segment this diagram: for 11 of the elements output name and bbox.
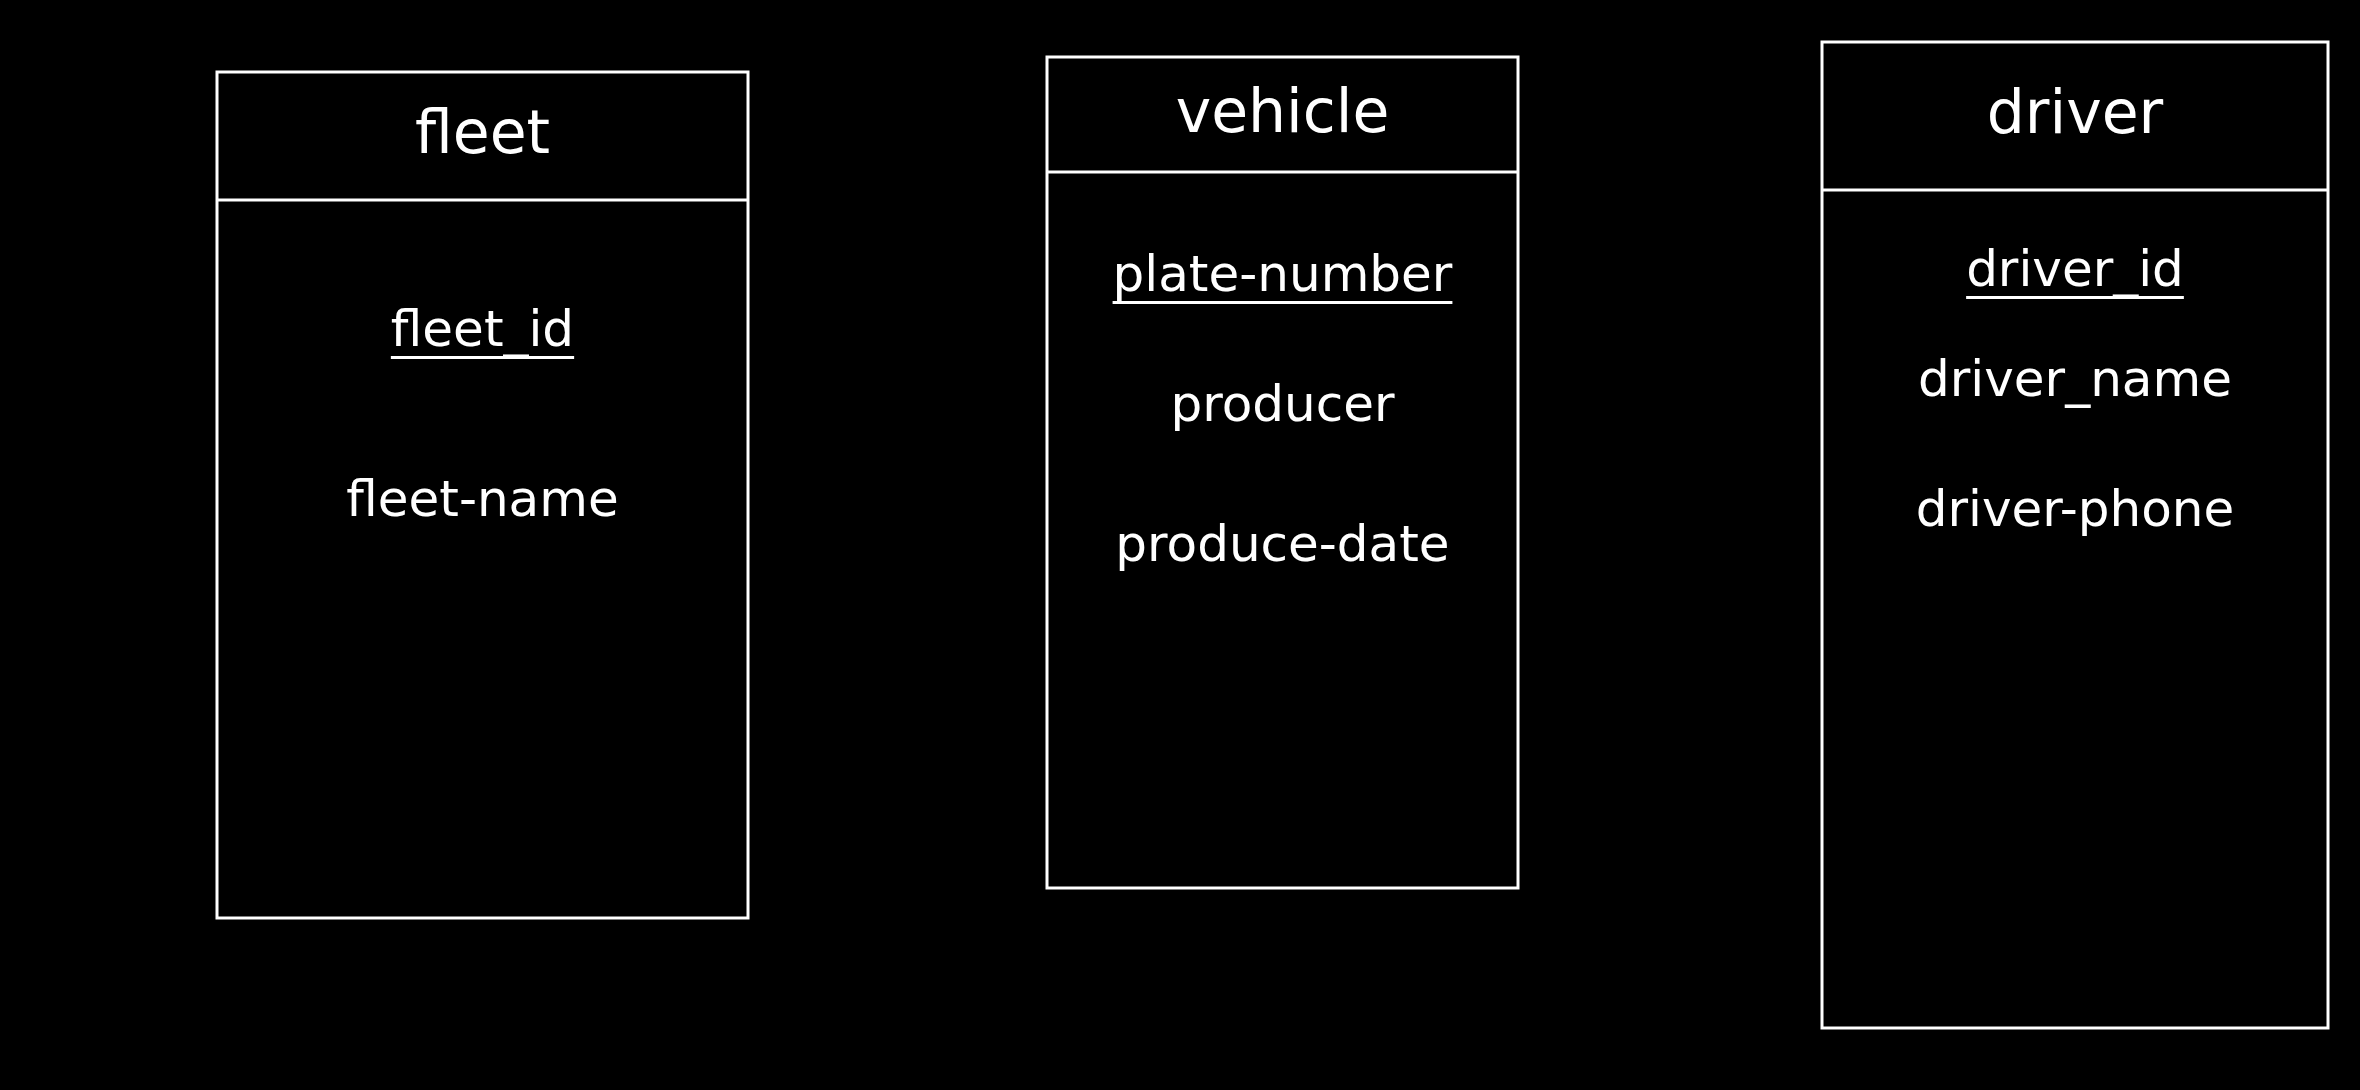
entity-name: fleet: [413, 97, 552, 167]
attribute: driver-phone: [1914, 480, 2236, 538]
attribute: driver_name: [1917, 350, 2233, 408]
primary-key-attribute: driver_id: [1965, 240, 2185, 298]
attribute: producer: [1169, 375, 1396, 433]
entity-name: driver: [1985, 77, 2165, 147]
entity-name: vehicle: [1174, 75, 1391, 146]
primary-key-attribute: fleet_id: [389, 300, 576, 358]
primary-key-attribute: plate-number: [1111, 245, 1454, 303]
attribute: produce-date: [1114, 515, 1451, 573]
attribute: fleet-name: [345, 470, 620, 528]
